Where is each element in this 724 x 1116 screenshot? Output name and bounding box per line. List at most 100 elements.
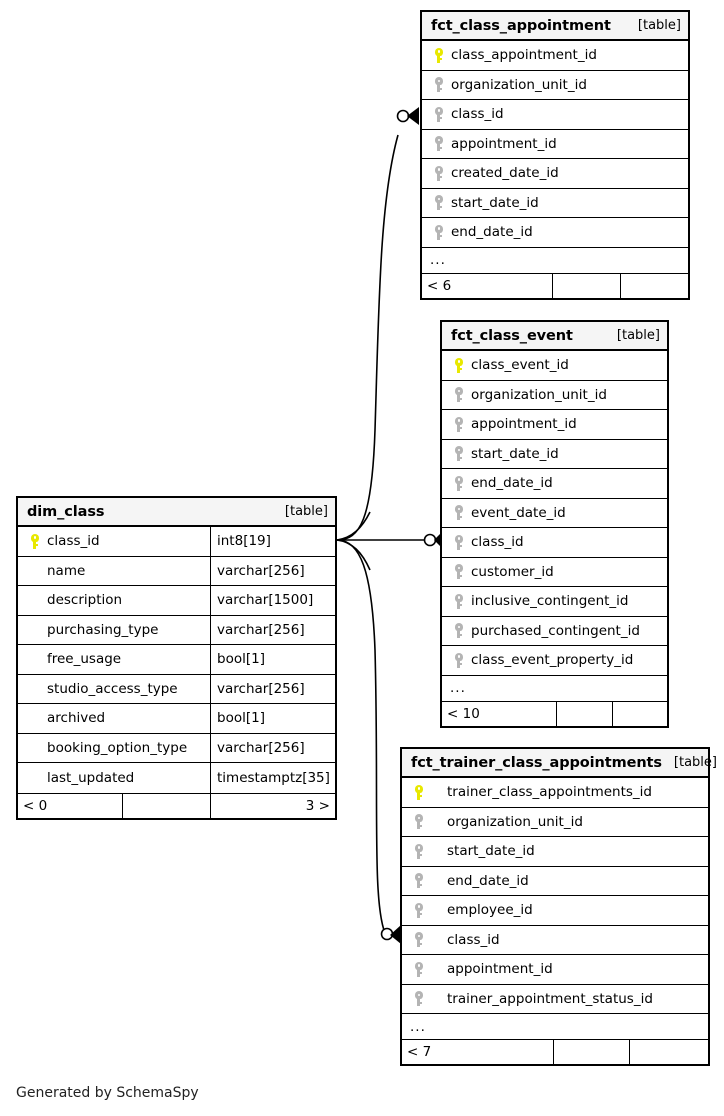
foreign-key-icon	[450, 652, 467, 668]
table-row[interactable]: appointment_id	[422, 129, 688, 159]
table-row[interactable]: employee_id	[402, 896, 708, 926]
column-cell: end_date_id	[442, 469, 667, 498]
table-row[interactable]: purchased_contingent_id	[442, 616, 667, 646]
column-cell: inclusive_contingent_id	[442, 587, 667, 616]
table-row[interactable]: trainer_appointment_status_id	[402, 984, 708, 1014]
column-name: organization_unit_id	[471, 386, 607, 403]
foreign-key-icon	[410, 902, 427, 918]
table-row[interactable]: class_id	[402, 925, 708, 955]
foreign-key-icon	[450, 505, 467, 521]
endpoint-fct-class-appointment	[396, 107, 419, 125]
table-row[interactable]: class_event_property_id	[442, 646, 667, 676]
table-row[interactable]: created_date_id	[422, 159, 688, 189]
foreign-key-icon	[410, 961, 427, 977]
column-name: class_id	[447, 931, 500, 948]
column-cell: appointment_id	[422, 130, 688, 159]
table-row[interactable]: appointment_id	[402, 955, 708, 985]
column-name: last_updated	[47, 769, 135, 786]
column-name: class_id	[471, 534, 524, 551]
foreign-key-icon	[450, 534, 467, 550]
footer-middle-cell	[557, 701, 613, 726]
table-row[interactable]: appointment_id	[442, 410, 667, 440]
column-cell: booking_option_type	[18, 734, 210, 763]
table-row[interactable]: end_date_id	[402, 866, 708, 896]
table-title: fct_class_event	[451, 327, 573, 344]
foreign-key-icon	[410, 932, 427, 948]
column-cell: start_date_id	[402, 837, 708, 866]
table-row[interactable]: start_date_id	[442, 439, 667, 469]
table-row[interactable]: class_id	[422, 100, 688, 130]
foreign-key-icon	[450, 564, 467, 580]
table-row[interactable]: start_date_id	[402, 837, 708, 867]
table-row[interactable]: event_date_id	[442, 498, 667, 528]
table-row[interactable]: free_usage bool[1]	[18, 645, 335, 675]
foreign-key-icon	[450, 593, 467, 609]
column-name: archived	[47, 710, 106, 727]
column-cell: last_updated	[18, 763, 210, 793]
table-row[interactable]: class_id	[442, 528, 667, 558]
foreign-key-icon	[430, 106, 447, 122]
column-name: appointment_id	[447, 961, 553, 978]
column-name: class_id	[47, 533, 100, 550]
column-cell: purchasing_type	[18, 616, 210, 645]
column-cell: customer_id	[442, 558, 667, 587]
table-row[interactable]: inclusive_contingent_id	[442, 587, 667, 617]
column-cell: appointment_id	[402, 955, 708, 984]
column-name: appointment_id	[451, 135, 557, 152]
table-row[interactable]: organization_unit_id	[402, 807, 708, 837]
footer-child-count[interactable]	[621, 274, 688, 298]
column-name: class_event_id	[471, 357, 569, 374]
foreign-key-icon	[410, 873, 427, 889]
footer-middle-cell	[554, 1040, 630, 1064]
table-row[interactable]: class_event_id	[442, 351, 667, 381]
table-row[interactable]: name varchar[256]	[18, 556, 335, 586]
table-row[interactable]: start_date_id	[422, 188, 688, 218]
footer-child-count[interactable]	[613, 702, 667, 726]
column-name: class_id	[451, 106, 504, 123]
footer-parent-count[interactable]: < 0	[18, 793, 123, 818]
table-row[interactable]: last_updated timestamptz[35]	[18, 763, 335, 793]
table-title: dim_class	[27, 503, 105, 520]
table-row[interactable]: archived bool[1]	[18, 704, 335, 734]
column-type: timestamptz[35]	[210, 763, 335, 793]
footer-parent-count[interactable]: < 6	[422, 273, 553, 298]
footer-child-count[interactable]	[630, 1040, 708, 1064]
table-kind-label: [table]	[637, 18, 681, 33]
table-row[interactable]: customer_id	[442, 557, 667, 587]
table-row[interactable]: trainer_class_appointments_id	[402, 778, 708, 808]
footer-parent-count[interactable]: < 10	[442, 701, 557, 726]
footer-child-count[interactable]: 3 >	[305, 797, 330, 814]
table-header: dim_class [table]	[18, 498, 335, 527]
column-name: inclusive_contingent_id	[471, 593, 629, 610]
column-name: trainer_class_appointments_id	[447, 784, 652, 801]
table-row[interactable]: class_id int8[19]	[18, 527, 335, 557]
table-fct-class-appointment[interactable]: fct_class_appointment [table] class_appo…	[420, 10, 690, 300]
table-row[interactable]: booking_option_type varchar[256]	[18, 733, 335, 763]
foreign-key-icon	[450, 446, 467, 462]
table-header: fct_class_appointment [table]	[422, 12, 688, 41]
column-cell: organization_unit_id	[422, 71, 688, 100]
column-name: trainer_appointment_status_id	[447, 990, 653, 1007]
table-kind-label: [table]	[284, 504, 328, 519]
table-fct-trainer-class-appointments[interactable]: fct_trainer_class_appointments [table] t…	[400, 747, 717, 1066]
column-name: studio_access_type	[47, 680, 178, 697]
table-row[interactable]: description varchar[1500]	[18, 586, 335, 616]
table-row[interactable]: studio_access_type varchar[256]	[18, 674, 335, 704]
footer-middle-cell	[553, 273, 621, 298]
column-cell: class_id	[442, 528, 667, 557]
footer-parent-count[interactable]: < 7	[402, 1040, 554, 1064]
column-name: organization_unit_id	[447, 813, 583, 830]
table-row[interactable]: organization_unit_id	[422, 70, 688, 100]
column-name: booking_option_type	[47, 739, 188, 756]
table-row[interactable]: class_appointment_id	[422, 41, 688, 71]
table-row[interactable]: end_date_id	[422, 218, 688, 248]
column-name: end_date_id	[471, 475, 553, 492]
table-dim-class[interactable]: dim_class [table] class_id int8[19] name…	[16, 496, 337, 820]
table-row[interactable]: purchasing_type varchar[256]	[18, 615, 335, 645]
table-row[interactable]: end_date_id	[442, 469, 667, 499]
primary-key-icon	[26, 533, 43, 549]
column-type: int8[19]	[210, 527, 335, 556]
column-cell: class_id	[18, 527, 210, 556]
table-fct-class-event[interactable]: fct_class_event [table] class_event_id o…	[440, 320, 669, 728]
table-row[interactable]: organization_unit_id	[442, 380, 667, 410]
